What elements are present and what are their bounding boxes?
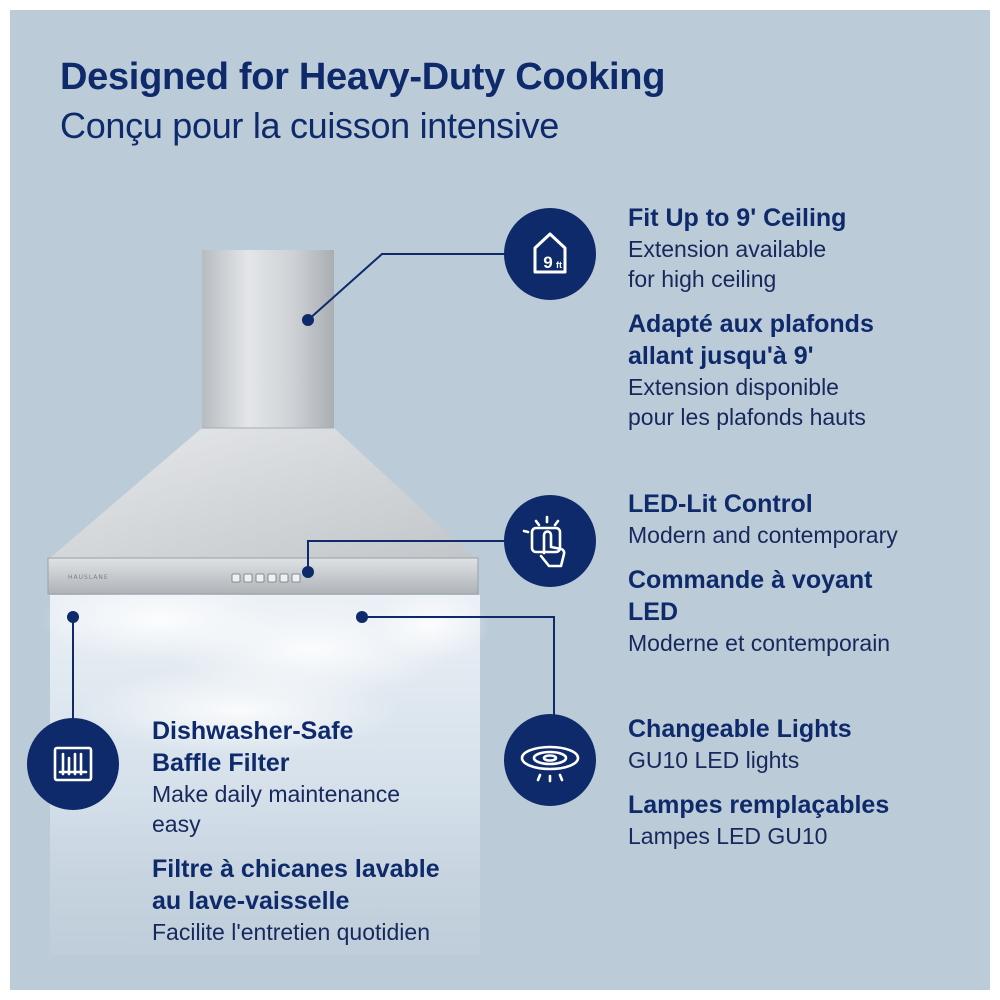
touch-control-icon — [504, 495, 596, 587]
lights-marker-dot — [356, 611, 368, 623]
filter-desc-fr: Facilite l'entretien quotidien — [152, 919, 430, 945]
brand-mark: HAUSLANE — [68, 574, 109, 581]
steam-puff — [370, 590, 490, 660]
lights-desc-fr: Lampes LED GU10 — [628, 823, 828, 849]
control-title-fr-line1: Commande à voyant — [628, 566, 873, 594]
steam-puff — [80, 665, 400, 755]
lights-desc-en: GU10 LED lights — [628, 747, 800, 773]
house-9ft-icon: 9 ft — [504, 208, 596, 300]
ceiling-desc-fr-line1: Extension disponible — [628, 374, 839, 400]
leader-lines — [72, 253, 555, 720]
filter-marker-dot — [67, 611, 79, 623]
lights-leader — [362, 616, 555, 715]
lights-feature: Changeable Lights GU10 LED lights Lampes… — [628, 713, 889, 851]
filter-feature: Dishwasher-Safe Baffle Filter Make daily… — [152, 715, 440, 947]
ceiling-desc-fr-line2: pour les plafonds hauts — [628, 404, 866, 430]
infographic-panel: HAUSLANE — [10, 10, 990, 990]
control-desc-fr: Moderne et contemporain — [628, 630, 891, 656]
ceiling-title-fr-line1: Adapté aux plafonds — [628, 310, 874, 338]
baffle-filter-icon — [27, 718, 119, 810]
hood-chimney — [202, 250, 334, 428]
ceiling-desc-en-line2: for high ceiling — [628, 266, 777, 292]
filter-desc-en-line2: easy — [152, 811, 201, 837]
lights-title-fr: Lampes remplaçables — [628, 791, 890, 819]
control-desc-en: Modern and contemporary — [628, 522, 898, 548]
lights-title-en: Changeable Lights — [628, 715, 852, 743]
control-marker-dot — [302, 566, 314, 578]
control-title-en: LED-Lit Control — [628, 490, 813, 518]
control-leader — [307, 540, 510, 572]
control-buttons — [231, 573, 301, 583]
filter-title-fr-line2: au lave-vaisselle — [152, 887, 350, 915]
filter-title-fr-line1: Filtre à chicanes lavable — [152, 855, 440, 883]
ceiling-light-icon — [504, 714, 596, 806]
ceiling-marker-dot — [302, 314, 314, 326]
control-feature: LED-Lit Control Modern and contemporary … — [628, 488, 898, 658]
filter-title-en-line2: Baffle Filter — [152, 749, 290, 777]
ceiling-feature: Fit Up to 9' Ceiling Extension available… — [628, 202, 874, 432]
hood-canopy — [50, 428, 475, 558]
filter-desc-en-line1: Make daily maintenance — [152, 781, 401, 807]
ceiling-title-en: Fit Up to 9' Ceiling — [628, 204, 847, 232]
range-hood-illustration: HAUSLANE — [40, 250, 555, 955]
page-title: Designed for Heavy-Duty Cooking — [60, 56, 666, 98]
ceiling-desc-en-line1: Extension available — [628, 236, 827, 262]
ceiling-leader — [307, 253, 510, 321]
control-title-fr-line2: LED — [628, 598, 678, 626]
filter-title-en-line1: Dishwasher-Safe — [152, 717, 354, 745]
badge-number: 9 — [543, 253, 552, 272]
badge-unit: ft — [556, 260, 562, 270]
ceiling-title-fr-line2: allant jusqu'à 9' — [628, 342, 814, 370]
page-subtitle: Conçu pour la cuisson intensive — [60, 105, 559, 146]
